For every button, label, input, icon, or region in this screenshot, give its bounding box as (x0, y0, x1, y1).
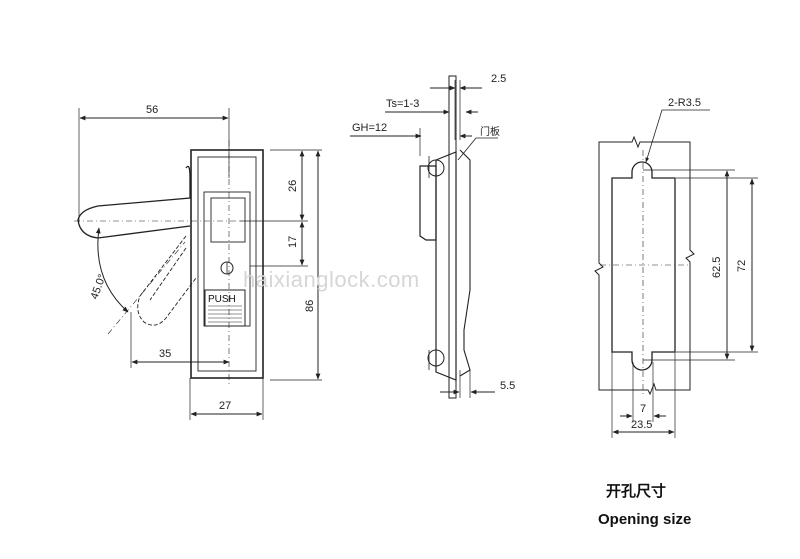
cutout-opening (611, 161, 676, 371)
dim-2.5-label: 2.5 (491, 73, 506, 85)
dim-17-label: 17 (287, 236, 299, 248)
push-button (204, 289, 246, 327)
dim-35-label: 35 (159, 348, 171, 360)
front-view (74, 108, 322, 420)
caption-en: Opening size (598, 511, 691, 528)
dim-ts-label: Ts=1-3 (386, 98, 419, 110)
dim-72-label: 72 (736, 260, 748, 272)
dim-26-label: 26 (287, 180, 299, 192)
angle-arc (95, 227, 129, 313)
panel-outline (594, 135, 695, 396)
caption-zh: 开孔尺寸 (606, 482, 666, 500)
door-panel-leader (457, 137, 498, 161)
lock-body-outer (190, 149, 264, 379)
dim-23.5-label: 23.5 (631, 419, 652, 431)
lock-body-profile (419, 165, 437, 241)
door-panel-label: 门板 (480, 125, 500, 138)
dim-angle-label: 45.0° (89, 273, 109, 301)
lever-handle (77, 165, 191, 239)
dim-56-label: 56 (146, 104, 158, 116)
dim-62.5-label: 62.5 (711, 257, 723, 278)
dim-7-label: 7 (640, 403, 646, 415)
lever-rotated-outline (137, 235, 197, 326)
dim-5.5-label: 5.5 (500, 380, 515, 392)
side-view (350, 75, 498, 399)
dim-86-label: 86 (304, 300, 316, 312)
push-label: PUSH (208, 294, 236, 305)
cutout-view (594, 109, 758, 438)
dim-27-label: 27 (219, 400, 231, 412)
watermark: haixianglock.com (243, 267, 420, 292)
dim-gh-label: GH=12 (352, 122, 387, 134)
lock-body-inner (197, 156, 257, 372)
radius-leader (645, 109, 710, 163)
dim-radius-label: 2-R3.5 (668, 97, 701, 109)
